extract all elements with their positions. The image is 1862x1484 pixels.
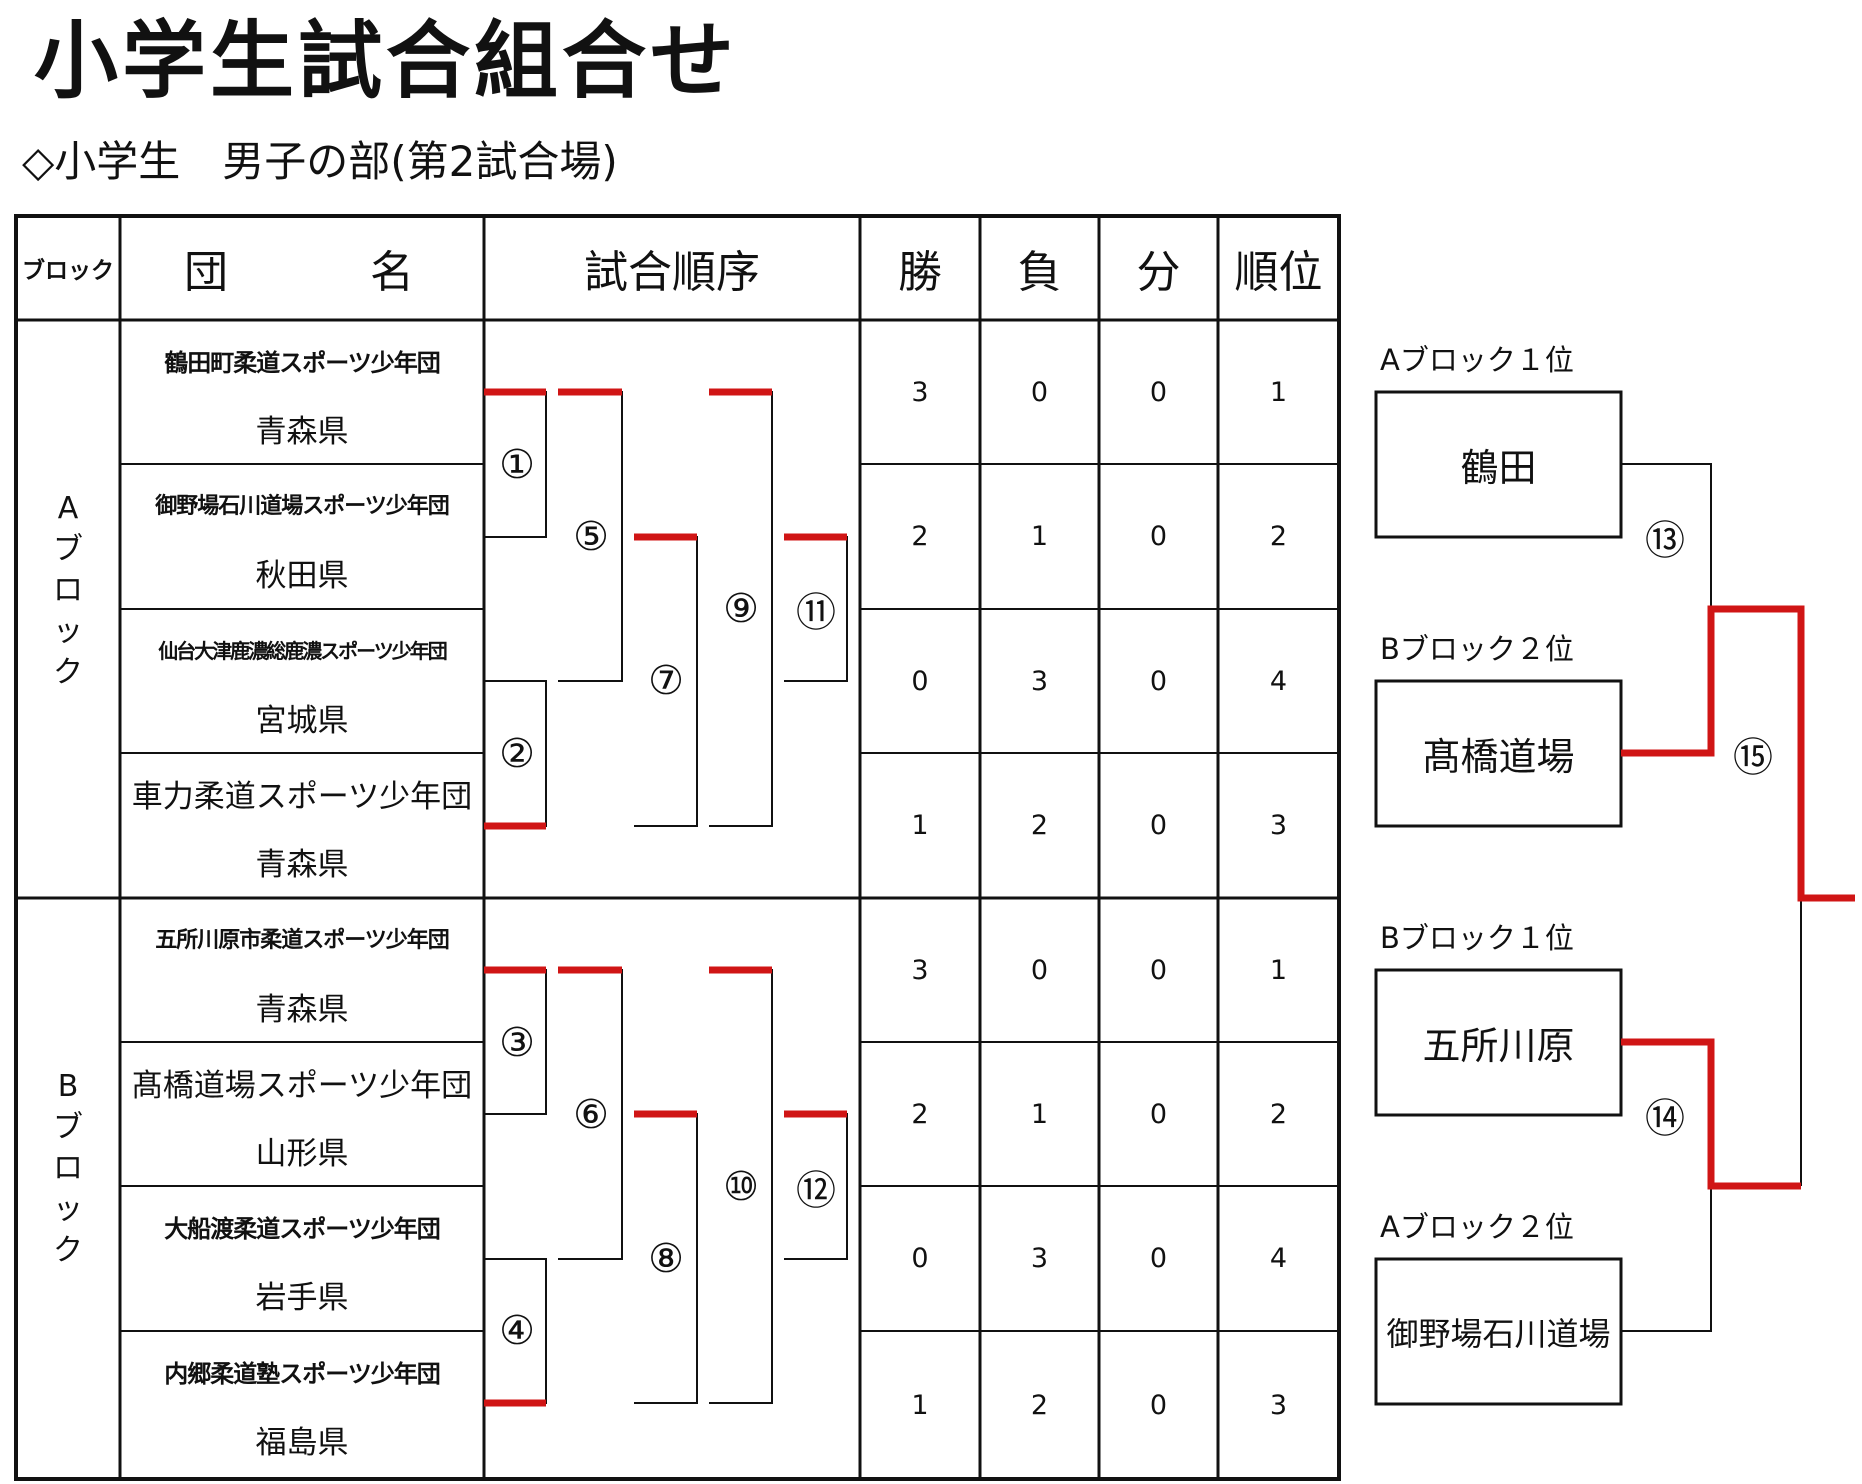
page-title: 小学生試合組合せ <box>34 12 739 110</box>
stat-draw: 0 <box>1149 810 1168 841</box>
stat-win: 1 <box>911 810 929 841</box>
stat-draw: 0 <box>1149 1243 1168 1274</box>
stat-loss: 3 <box>1030 1243 1049 1274</box>
header-block: ブロック <box>22 258 114 284</box>
seed-label: Aブロック１位 <box>1380 343 1574 377</box>
match-number: ⑤ <box>566 512 616 562</box>
stat-rank: 1 <box>1269 954 1288 986</box>
seed-team: 髙橋道場 <box>1422 735 1575 779</box>
team-name: 鶴田町柔道スポーツ少年団 <box>164 348 441 377</box>
seed-team: 鶴田 <box>1460 446 1537 490</box>
stat-win: 0 <box>911 665 929 697</box>
match-number: ⑧ <box>641 1234 691 1284</box>
team-name: 五所川原市柔道スポーツ少年団 <box>155 928 450 953</box>
stat-draw: 0 <box>1149 1389 1168 1421</box>
match-number: ⑬ <box>1645 518 1685 564</box>
stat-loss: 0 <box>1030 376 1049 408</box>
match-number: ⑩ <box>716 1162 766 1212</box>
seed-label: Bブロック１位 <box>1380 921 1574 955</box>
team-prefecture: 青森県 <box>255 413 349 450</box>
stat-rank: 3 <box>1269 1389 1288 1421</box>
team-prefecture: 宮城県 <box>255 702 349 739</box>
stat-loss: 3 <box>1030 665 1049 697</box>
team-prefecture: 青森県 <box>255 846 349 883</box>
team-prefecture: 秋田県 <box>255 557 349 594</box>
match-number: ⑨ <box>716 584 766 634</box>
stat-rank: 2 <box>1269 521 1288 552</box>
header-team-right: 名 <box>370 247 414 298</box>
match-number: ⑥ <box>566 1090 616 1140</box>
header-team-left: 団 <box>184 247 228 298</box>
team-name: 内郷柔道塾スポーツ少年団 <box>164 1359 441 1388</box>
team-name: 髙橋道場スポーツ少年団 <box>131 1067 473 1104</box>
match-number: ① <box>492 440 542 490</box>
table-grid <box>14 214 1341 1481</box>
team-prefecture: 福島県 <box>255 1424 349 1461</box>
stat-draw: 0 <box>1149 1098 1168 1130</box>
team-name: 仙台大津鹿濃総鹿濃スポーツ少年団 <box>158 638 448 663</box>
stat-win: 3 <box>911 376 929 408</box>
stat-win: 2 <box>911 1098 929 1130</box>
stat-rank: 4 <box>1269 1243 1288 1274</box>
header-loss: 負 <box>1017 247 1062 298</box>
header-order: 試合順序 <box>584 247 760 298</box>
stat-loss: 0 <box>1030 954 1049 986</box>
stat-win: 2 <box>911 521 929 552</box>
final-winner-path <box>1621 605 1855 1190</box>
stat-loss: 1 <box>1030 1098 1049 1130</box>
stat-win: 3 <box>911 954 929 986</box>
winner-marks <box>484 388 847 1407</box>
stat-loss: 2 <box>1030 810 1049 841</box>
header-win: 勝 <box>898 247 942 298</box>
stat-win: 1 <box>911 1389 929 1421</box>
stat-loss: 1 <box>1030 521 1049 552</box>
match-number: ④ <box>492 1306 542 1356</box>
seed-team: 御野場石川道場 <box>1386 1314 1611 1353</box>
block-label-b: Bブロック <box>53 1068 83 1268</box>
header-draw: 分 <box>1136 247 1181 298</box>
match-number: ⑮ <box>1733 735 1773 781</box>
section-subtitle: ◇小学生 男子の部(第2試合場) <box>22 137 618 186</box>
seed-label: Bブロック２位 <box>1380 632 1574 666</box>
seed-label: Aブロック２位 <box>1380 1210 1574 1244</box>
team-prefecture: 青森県 <box>255 991 349 1028</box>
team-prefecture: 岩手県 <box>255 1279 349 1316</box>
team-prefecture: 山形県 <box>255 1135 349 1172</box>
match-number: ② <box>492 729 542 779</box>
stat-rank: 1 <box>1269 376 1288 408</box>
team-name: 車力柔道スポーツ少年団 <box>131 778 473 815</box>
final-bracket <box>1621 463 1802 1332</box>
stat-win: 0 <box>911 1243 929 1274</box>
block-label-a: Aブロック <box>53 490 83 690</box>
header-rank: 順位 <box>1234 247 1323 298</box>
stat-rank: 4 <box>1269 665 1288 697</box>
team-name: 大船渡柔道スポーツ少年団 <box>164 1214 441 1243</box>
stat-rank: 2 <box>1269 1098 1288 1130</box>
stat-draw: 0 <box>1149 376 1168 408</box>
stat-rank: 3 <box>1269 810 1288 841</box>
stat-draw: 0 <box>1149 521 1168 552</box>
match-number: ③ <box>492 1018 542 1068</box>
seed-team: 五所川原 <box>1422 1024 1575 1068</box>
match-number: ⑭ <box>1645 1096 1685 1142</box>
match-number: ⑫ <box>791 1162 841 1214</box>
match-number: ⑦ <box>641 656 691 706</box>
final-boxes <box>1374 390 1623 1406</box>
stat-draw: 0 <box>1149 665 1168 697</box>
team-name: 御野場石川道場スポーツ少年団 <box>155 494 450 519</box>
match-number: ⑪ <box>791 584 841 636</box>
stat-draw: 0 <box>1149 954 1168 986</box>
stat-loss: 2 <box>1030 1389 1049 1421</box>
